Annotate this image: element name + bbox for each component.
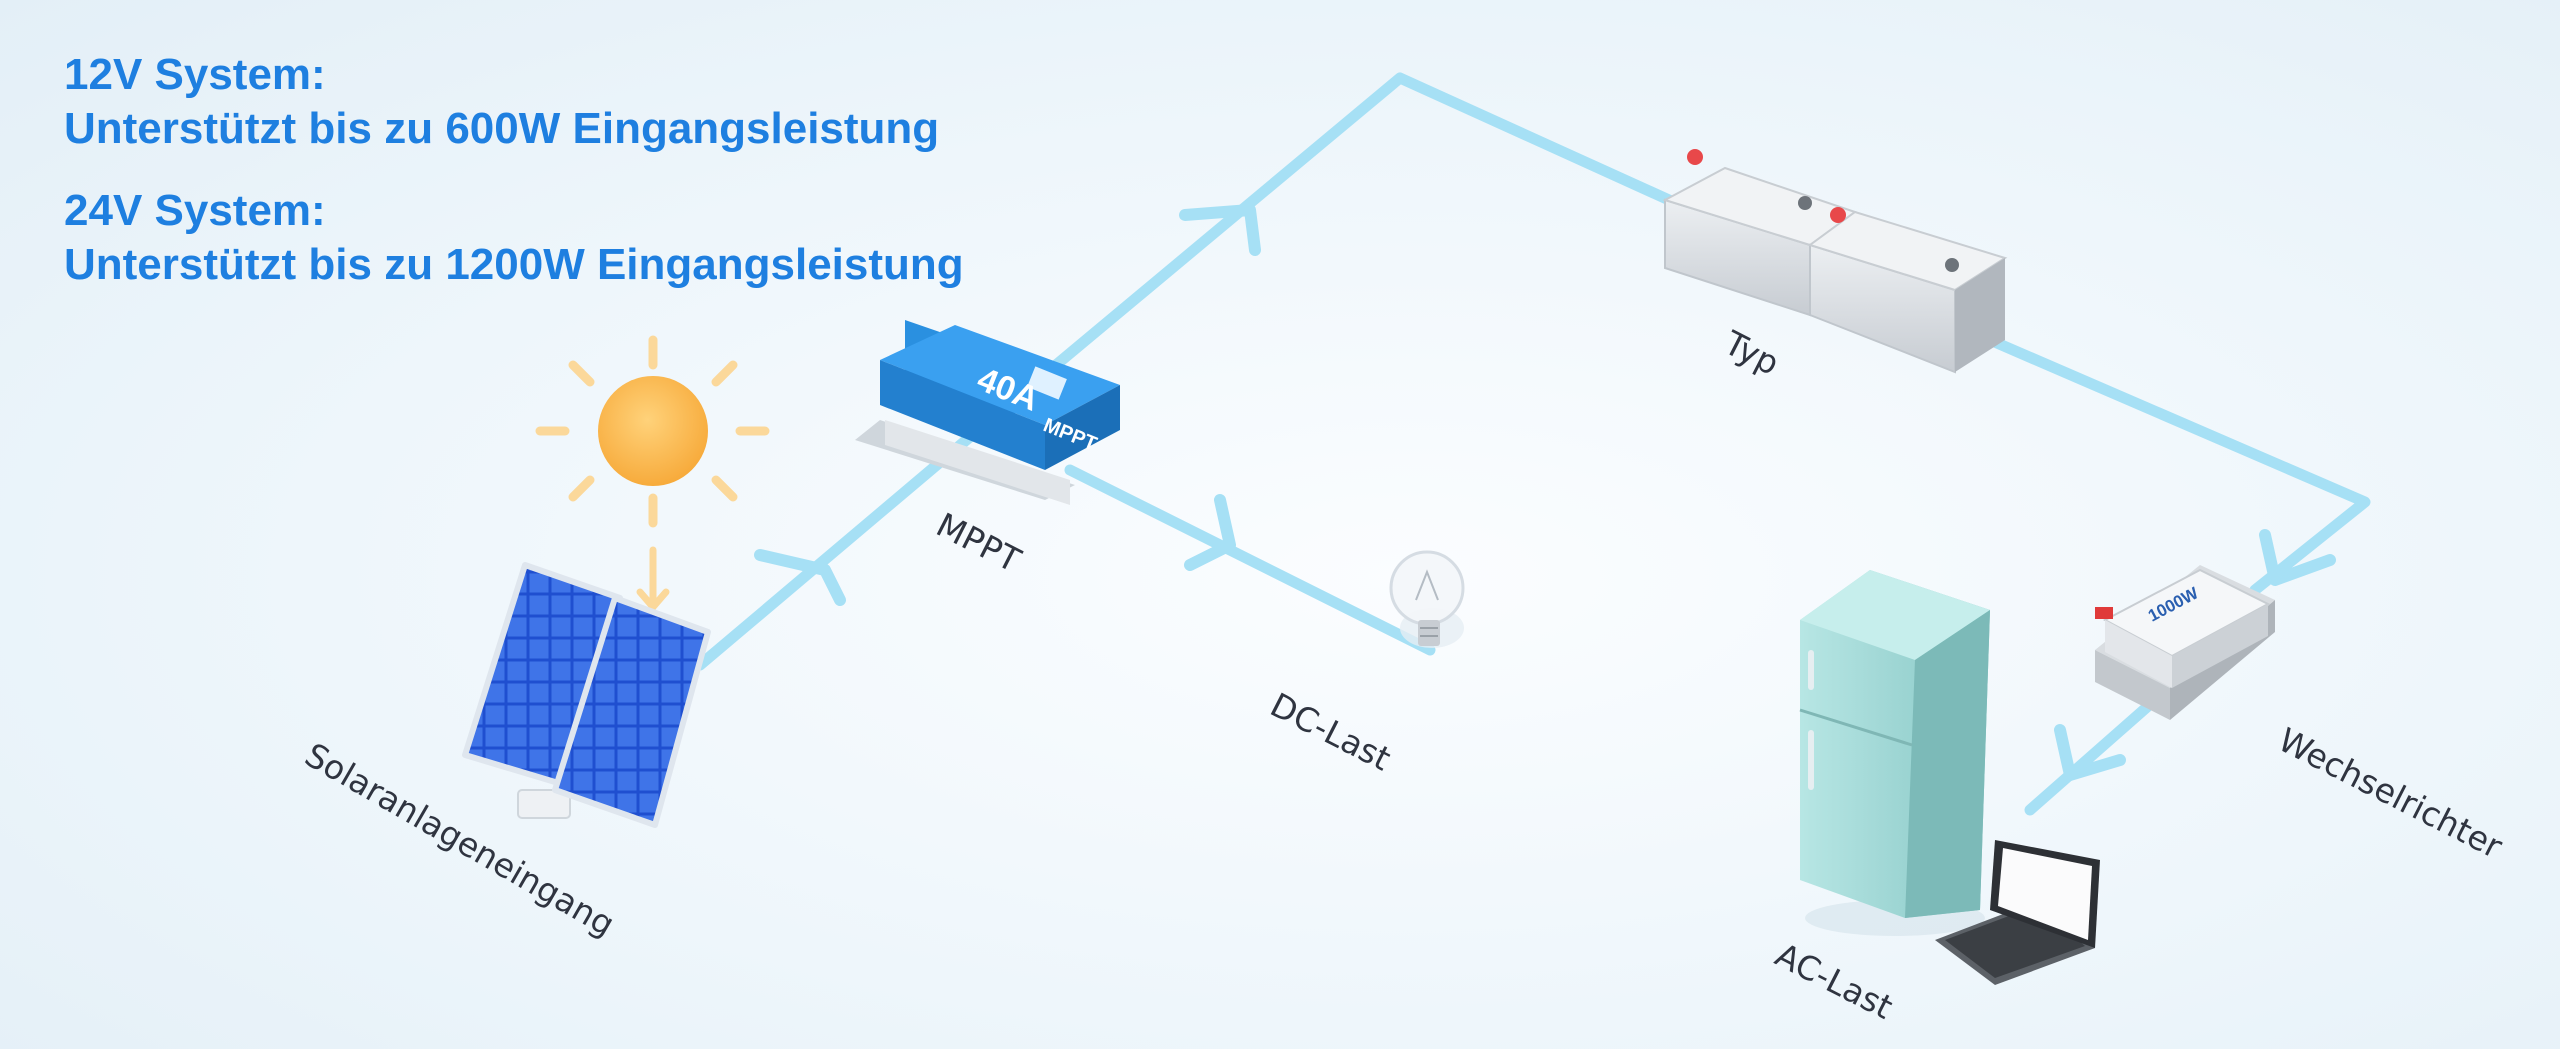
system24-title: 24V System: <box>64 186 326 235</box>
flow-arrows <box>754 204 2336 781</box>
flow-mppt-to-dc-load <box>1064 464 1436 656</box>
system12-description: Unterstützt bis zu 600W Eingangsleistung <box>64 104 940 153</box>
solar-panel-icon <box>462 562 711 828</box>
laptop-icon <box>1935 840 2100 985</box>
refrigerator-icon <box>1799 570 1990 936</box>
arrow-icon <box>1184 494 1236 571</box>
battery-icon <box>1662 149 2008 374</box>
system24-description: Unterstützt bis zu 1200W Eingangsleistun… <box>64 240 964 289</box>
flow-mppt-to-battery <box>1044 72 1686 376</box>
sun-icon <box>535 335 770 613</box>
arrow-icon <box>754 549 846 606</box>
arrow-icon <box>1179 204 1261 256</box>
mppt-controller-icon: 40A MPPT <box>855 320 1120 505</box>
light-bulb-icon <box>1389 550 1465 648</box>
sun-ray-arrow-icon <box>636 546 670 613</box>
arrow-icon <box>2054 724 2126 781</box>
flow-battery-to-inverter <box>1984 334 2371 596</box>
inverter-icon: 1000W <box>2095 565 2275 720</box>
arrow-icon <box>2259 529 2336 586</box>
flow-inverter-to-ac-load <box>2024 694 2161 816</box>
system12-title: 12V System: <box>64 50 326 99</box>
